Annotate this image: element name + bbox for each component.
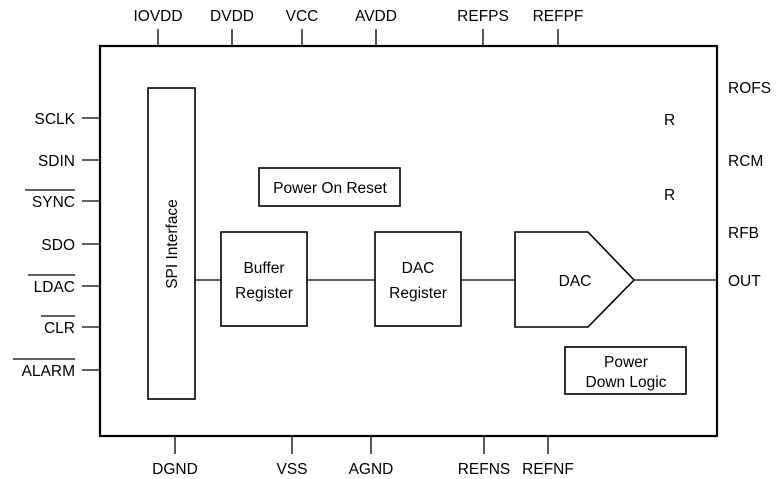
buffer-register-block [220, 231, 308, 327]
power-down-logic-label-line2: Down Logic [586, 374, 667, 391]
pin-label-refps: REFPS [457, 8, 509, 25]
power-down-logic-block [564, 346, 687, 395]
dac-register-label-line1: DAC [402, 260, 435, 277]
pin-label-vcc: VCC [286, 8, 319, 25]
power-on-reset-block [258, 167, 401, 207]
pin-label-alarm: ALARM [22, 363, 75, 380]
spi-interface-block [147, 87, 196, 400]
pin-label-ldac: LDAC [34, 279, 75, 296]
pin-label-refpf: REFPF [533, 8, 584, 25]
dac-block [514, 231, 636, 328]
buffer-register-label-line1: Buffer [243, 260, 284, 277]
resistor-lower-label: R [664, 187, 675, 204]
pin-label-vss: VSS [276, 461, 307, 478]
pin-label-sclk: SCLK [35, 111, 76, 128]
pin-label-sdin: SDIN [38, 153, 75, 170]
dac-label: DAC [559, 273, 592, 290]
pin-label-dvdd: DVDD [210, 8, 254, 25]
pin-label-iovdd: IOVDD [133, 8, 182, 25]
pin-label-rfb: RFB [728, 225, 759, 242]
pin-label-out: OUT [728, 273, 761, 290]
dac-register-label-line2: Register [389, 285, 447, 302]
pin-label-refnf: REFNF [522, 461, 574, 478]
pin-label-dgnd: DGND [152, 461, 198, 478]
power-down-logic-label-line1: Power [604, 354, 648, 371]
buffer-register-label-line2: Register [235, 285, 293, 302]
dac-register-block [374, 231, 462, 327]
power-on-reset-label: Power On Reset [273, 180, 387, 197]
pin-label-refns: REFNS [458, 461, 511, 478]
pin-label-sdo: SDO [41, 237, 75, 254]
resistor-upper-label: R [664, 112, 675, 129]
pin-label-rofs: ROFS [728, 80, 771, 97]
pin-label-sync: SYNC [32, 194, 75, 211]
pin-label-avdd: AVDD [355, 8, 397, 25]
spi-interface-label: SPI Interface [164, 199, 181, 289]
pin-label-agnd: AGND [349, 461, 394, 478]
pin-label-rcm: RCM [728, 153, 763, 170]
pin-label-clr: CLR [44, 320, 75, 337]
